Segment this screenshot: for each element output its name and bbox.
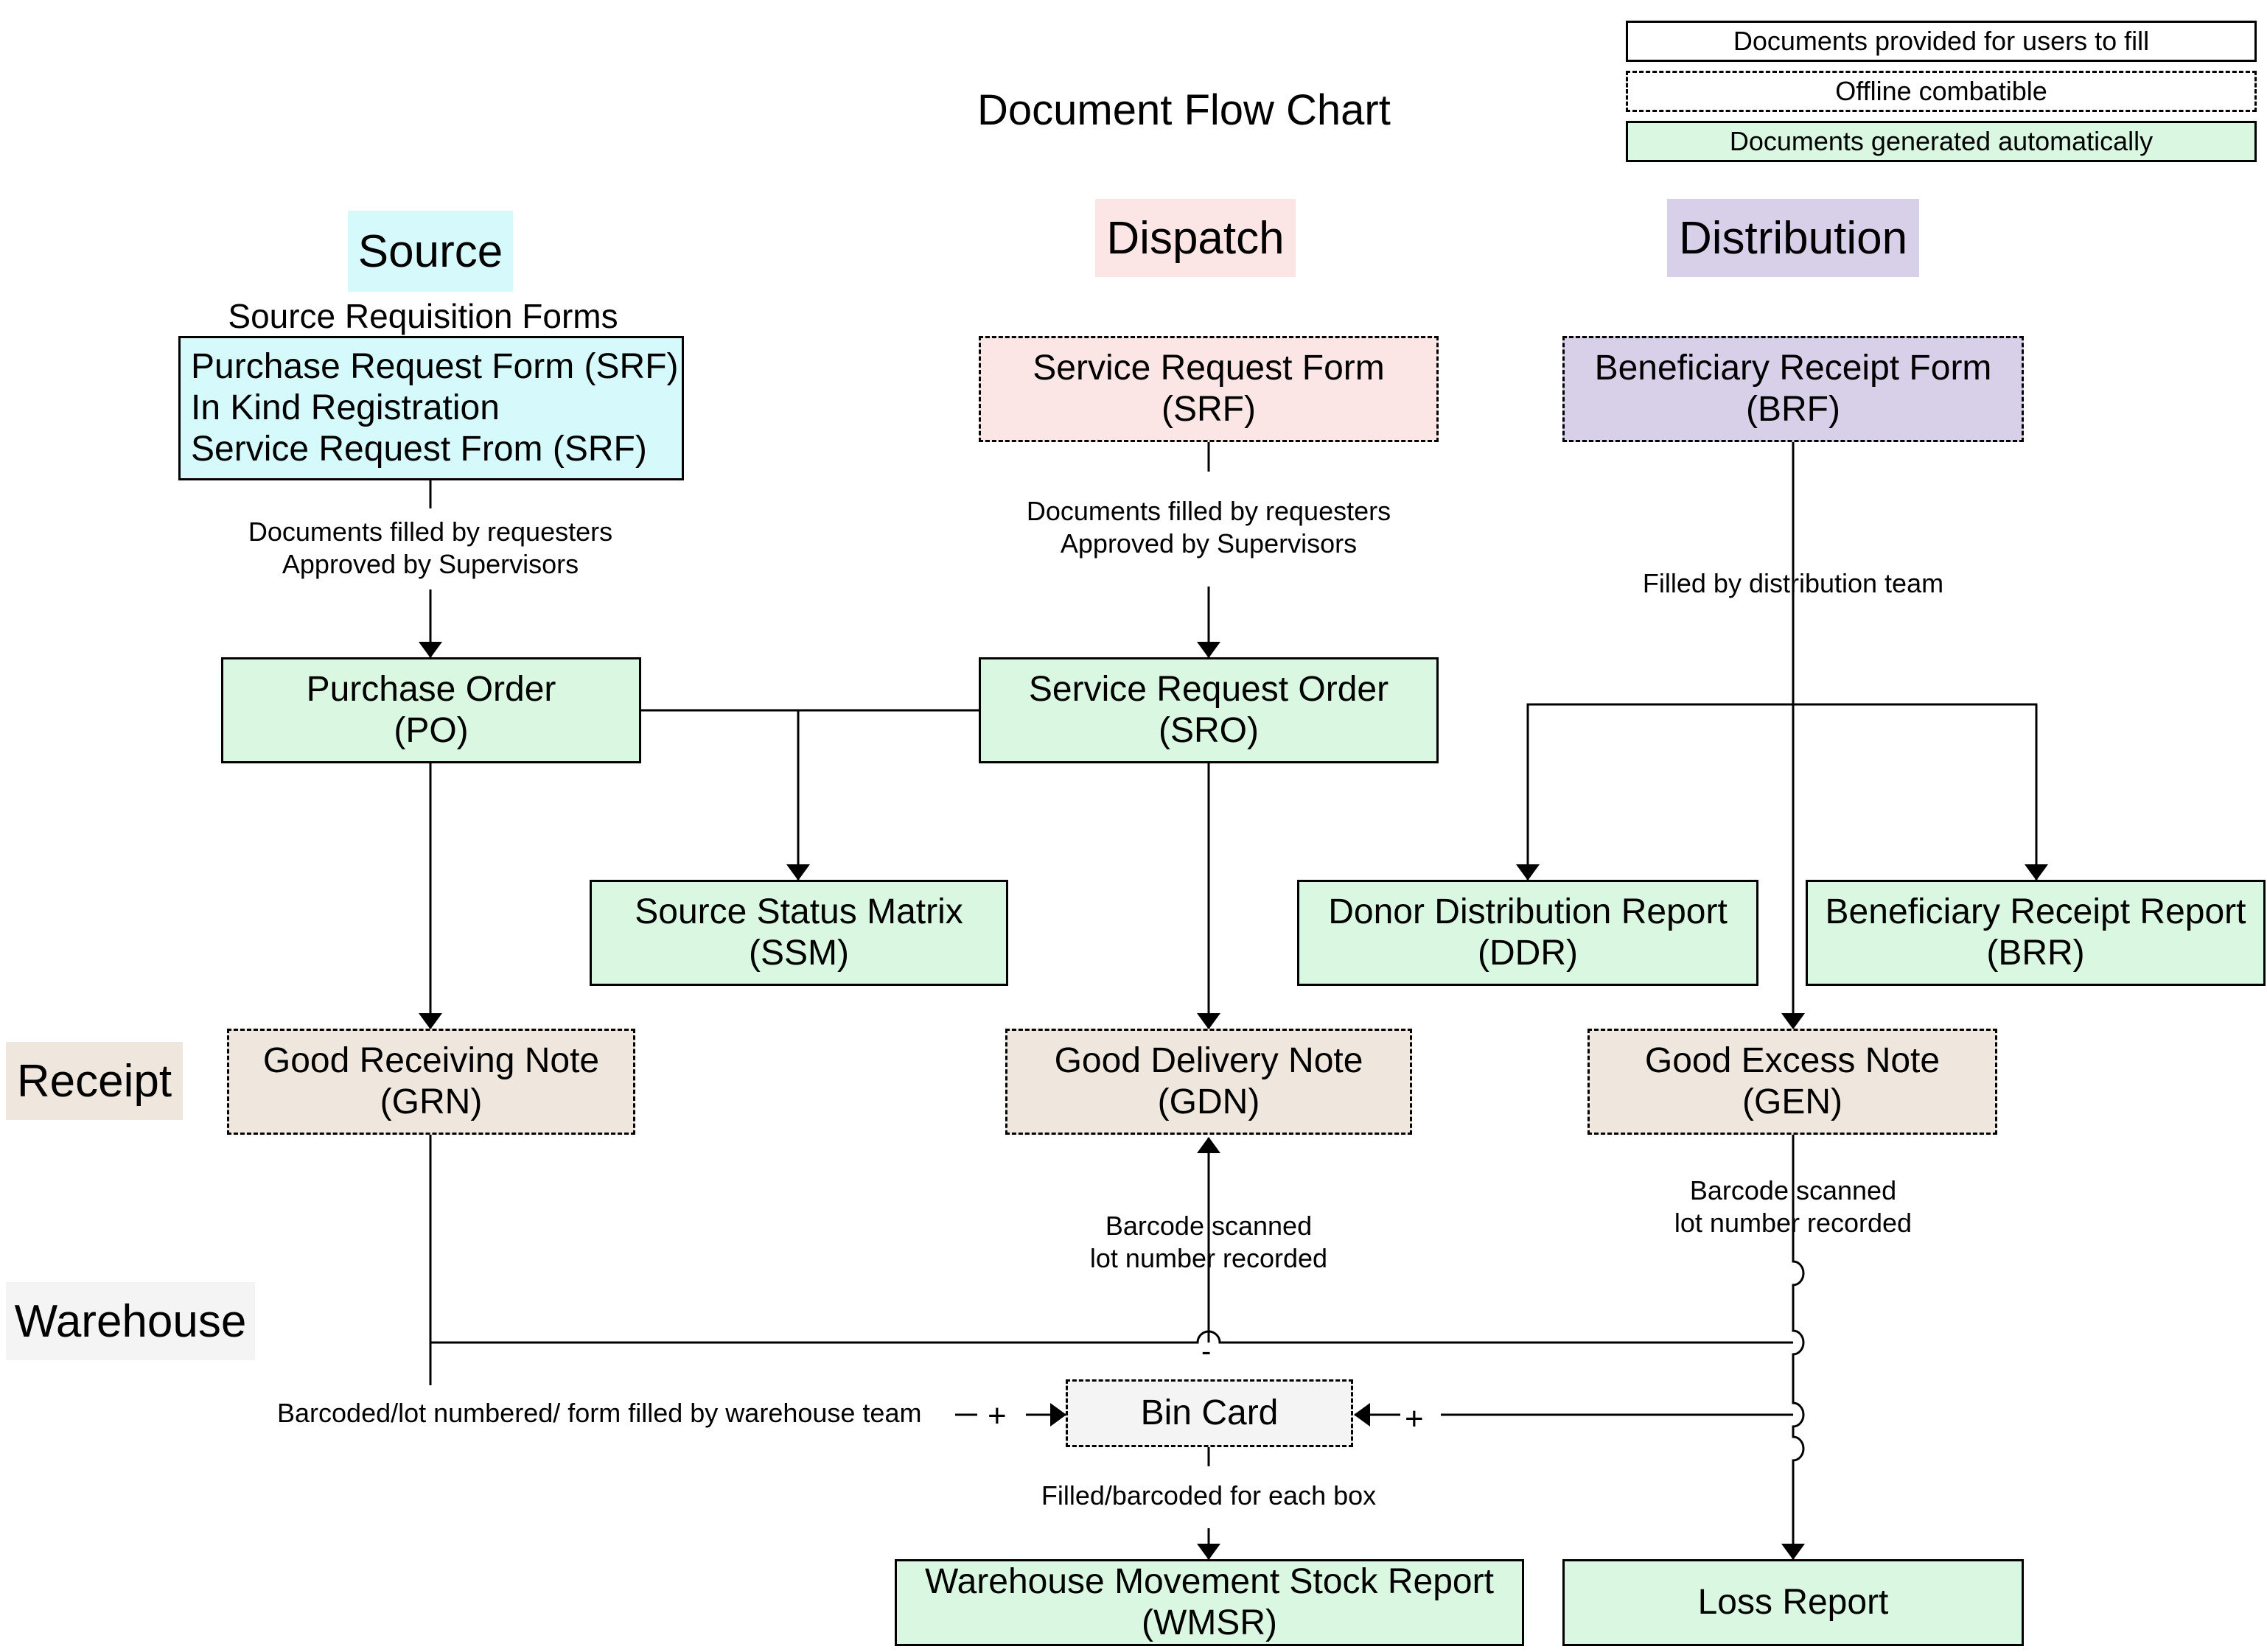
sign-minus-gdn: - — [1201, 1335, 1212, 1368]
brr-name: Beneficiary Receipt Report — [1825, 892, 2246, 931]
label-warehouse-team: Barcoded/lot numbered/ form filled by wa… — [277, 1398, 922, 1428]
lane-warehouse: Warehouse — [6, 1282, 255, 1360]
grn-code: (GRN) — [380, 1082, 483, 1121]
node-beneficiary-receipt-form[interactable]: Beneficiary Receipt Form (BRF) — [1562, 336, 2024, 442]
ddr-name: Donor Distribution Report — [1328, 892, 1728, 931]
sro-code: (SRO) — [1159, 711, 1259, 750]
source-forms-heading: Source Requisition Forms — [228, 297, 618, 335]
sro-name: Service Request Order — [1028, 670, 1389, 709]
node-loss-report[interactable]: Loss Report — [1562, 1559, 2024, 1646]
node-good-delivery-note[interactable]: Good Delivery Note (GDN) — [1005, 1029, 1412, 1135]
ssm-name: Source Status Matrix — [635, 892, 963, 931]
brf-name: Beneficiary Receipt Form — [1594, 349, 1992, 388]
sign-plus-right: + — [1405, 1401, 1424, 1437]
wmsr-name: Warehouse Movement Stock Report — [925, 1562, 1494, 1601]
ssm-code: (SSM) — [749, 934, 849, 973]
node-good-excess-note[interactable]: Good Excess Note (GEN) — [1587, 1029, 1997, 1135]
label-gdn-barcode: Barcode scanned lot number recorded — [1089, 1211, 1328, 1273]
label-distribution-filled: Filled by distribution team — [1642, 568, 1944, 598]
node-warehouse-movement-stock-report[interactable]: Warehouse Movement Stock Report (WMSR) — [895, 1559, 1524, 1646]
form-in-kind-registration: In Kind Registration — [191, 388, 500, 427]
brf-code: (BRF) — [1746, 390, 1840, 429]
lane-distribution: Distribution — [1667, 199, 1919, 277]
legend-user-filled: Documents provided for users to fill — [1626, 21, 2257, 62]
gdn-name: Good Delivery Note — [1054, 1041, 1363, 1080]
label-dispatch-filled: Documents filled by requesters Approved … — [1026, 496, 1391, 559]
ddr-code: (DDR) — [1478, 934, 1578, 973]
node-purchase-order[interactable]: Purchase Order (PO) — [221, 657, 641, 763]
wmsr-code: (WMSR) — [1142, 1603, 1277, 1642]
edge-to-brr — [1793, 703, 2048, 881]
label-bin-each-box: Filled/barcoded for each box — [1041, 1480, 1377, 1511]
srf-code: (SRF) — [1162, 390, 1256, 429]
loss-name: Loss Report — [1697, 1583, 1889, 1622]
form-purchase-request: Purchase Request Form (SRF) — [191, 347, 679, 386]
form-service-request: Service Request From (SRF) — [191, 430, 647, 469]
node-bin-card[interactable]: Bin Card — [1066, 1379, 1353, 1447]
gen-name: Good Excess Note — [1644, 1041, 1941, 1080]
legend-offline: Offline combatible — [1626, 71, 2257, 112]
po-code: (PO) — [394, 711, 469, 750]
lane-receipt: Receipt — [6, 1042, 183, 1120]
legend-auto-generated: Documents generated automatically — [1626, 121, 2257, 162]
brr-code: (BRR) — [1986, 934, 2085, 973]
gdn-code: (GDN) — [1157, 1082, 1260, 1121]
node-good-receiving-note[interactable]: Good Receiving Note (GRN) — [227, 1029, 635, 1135]
node-donor-distribution-report[interactable]: Donor Distribution Report (DDR) — [1297, 880, 1758, 986]
node-beneficiary-receipt-report[interactable]: Beneficiary Receipt Report (BRR) — [1806, 880, 2266, 986]
sign-plus-left: + — [988, 1398, 1007, 1434]
node-service-request-form[interactable]: Service Request Form (SRF) — [979, 336, 1439, 442]
edge-to-ddr — [1516, 703, 1793, 881]
node-source-status-matrix[interactable]: Source Status Matrix (SSM) — [590, 880, 1008, 986]
source-requisition-forms[interactable]: Purchase Request Form (SRF) In Kind Regi… — [178, 336, 684, 480]
lane-dispatch: Dispatch — [1095, 199, 1296, 277]
page-title: Document Flow Chart — [977, 86, 1391, 134]
label-source-filled: Documents filled by requesters Approved … — [248, 517, 613, 579]
edge-warehouse-line — [430, 1330, 1793, 1344]
srf-name: Service Request Form — [1033, 349, 1385, 388]
edge-gen-to-loss — [1781, 1135, 1805, 1560]
po-name: Purchase Order — [306, 670, 556, 709]
node-service-request-order[interactable]: Service Request Order (SRO) — [979, 657, 1439, 763]
grn-name: Good Receiving Note — [262, 1041, 600, 1080]
bin-name: Bin Card — [1140, 1393, 1279, 1432]
gen-code: (GEN) — [1742, 1082, 1842, 1121]
lane-source: Source — [348, 211, 513, 292]
label-gen-barcode: Barcode scanned lot number recorded — [1674, 1175, 1913, 1238]
